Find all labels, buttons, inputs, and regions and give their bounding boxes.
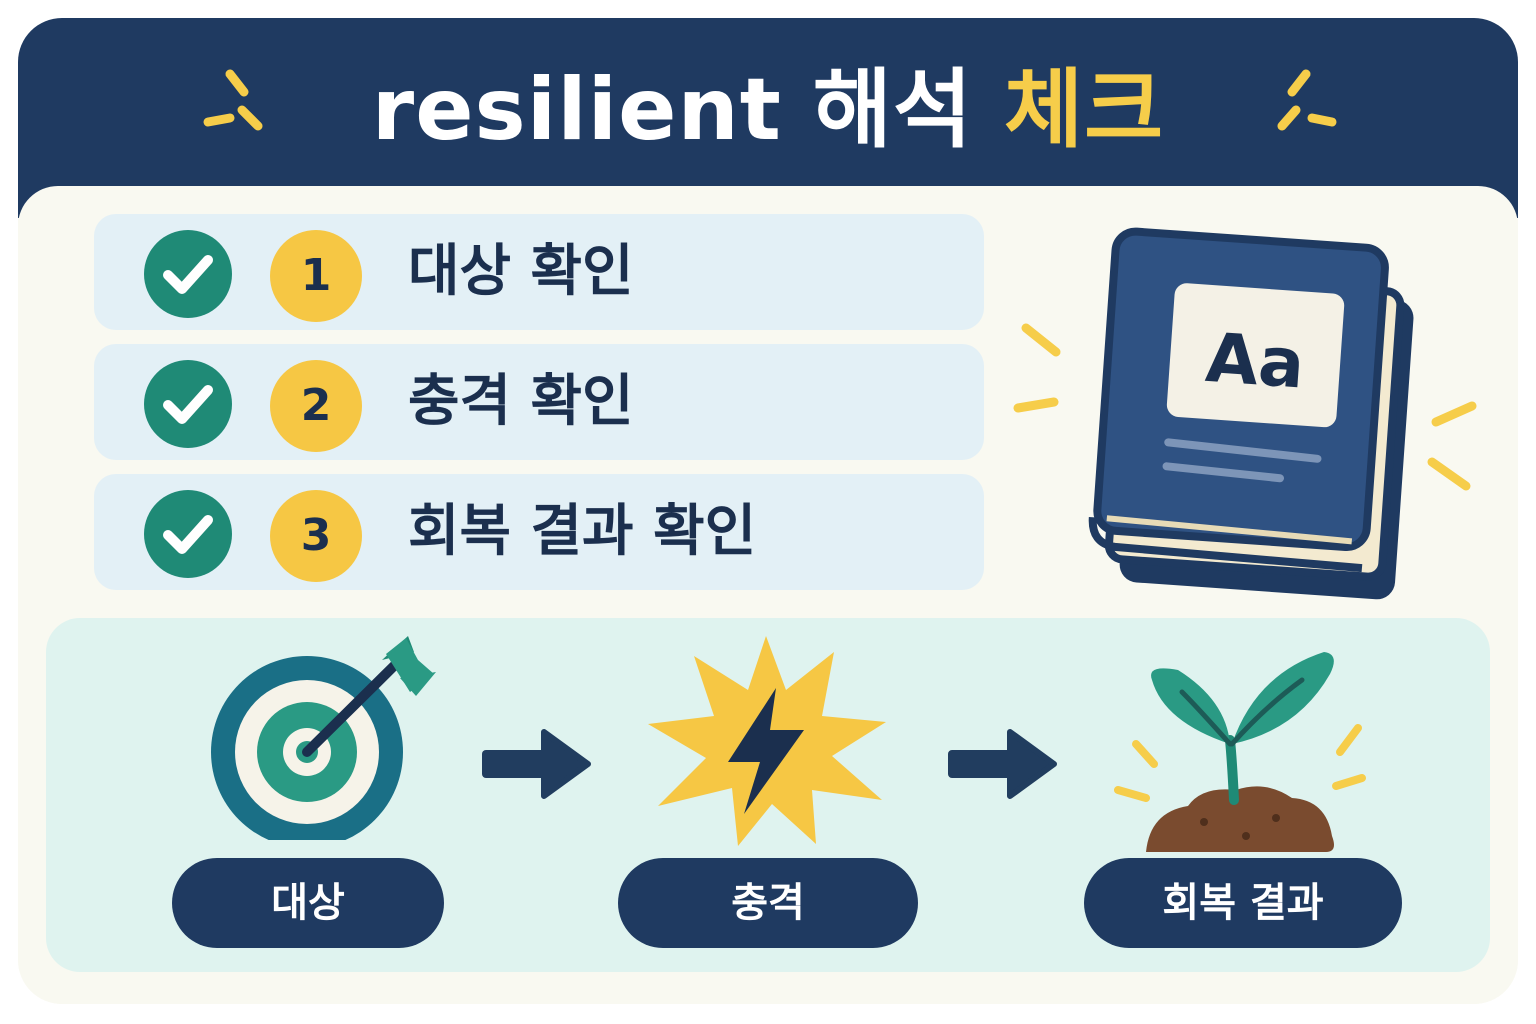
check-icon bbox=[144, 490, 232, 578]
left-sparkle-icon bbox=[203, 69, 263, 131]
flow-step-label-recovery: 회복 결과 bbox=[1084, 858, 1402, 948]
right-sparkle-icon bbox=[1277, 69, 1337, 131]
dictionary-book-icon: Aa bbox=[1013, 227, 1477, 600]
lightning-burst-icon bbox=[648, 636, 886, 846]
arrow-right-icon bbox=[482, 729, 591, 799]
step-number: 1 bbox=[270, 230, 362, 322]
target-icon bbox=[211, 636, 436, 840]
checklist-item-2: 2 충격 확인 bbox=[94, 344, 984, 460]
title-word: resilient bbox=[371, 60, 782, 160]
check-icon bbox=[144, 360, 232, 448]
title-highlight: 체크 bbox=[1003, 60, 1165, 160]
checklist-item-3: 3 회복 결과 확인 bbox=[94, 474, 984, 590]
checklist-item-1: 1 대상 확인 bbox=[94, 214, 984, 330]
step-number: 3 bbox=[270, 490, 362, 582]
title-banner bbox=[18, 18, 1518, 218]
checklist-label: 충격 확인 bbox=[408, 369, 634, 434]
page-title: resilient 해석 체크 bbox=[0, 50, 1536, 170]
check-icon bbox=[144, 230, 232, 318]
book-cover-text: Aa bbox=[1203, 319, 1307, 405]
arrow-right-icon bbox=[948, 729, 1057, 799]
checklist-label: 회복 결과 확인 bbox=[408, 499, 757, 564]
flow-step-label-shock: 충격 bbox=[618, 858, 918, 948]
step-number: 2 bbox=[270, 360, 362, 452]
title-middle: 해석 bbox=[812, 60, 974, 160]
sprout-icon bbox=[1114, 652, 1366, 852]
flow-step-label-target: 대상 bbox=[172, 858, 444, 948]
checklist-label: 대상 확인 bbox=[408, 239, 634, 304]
